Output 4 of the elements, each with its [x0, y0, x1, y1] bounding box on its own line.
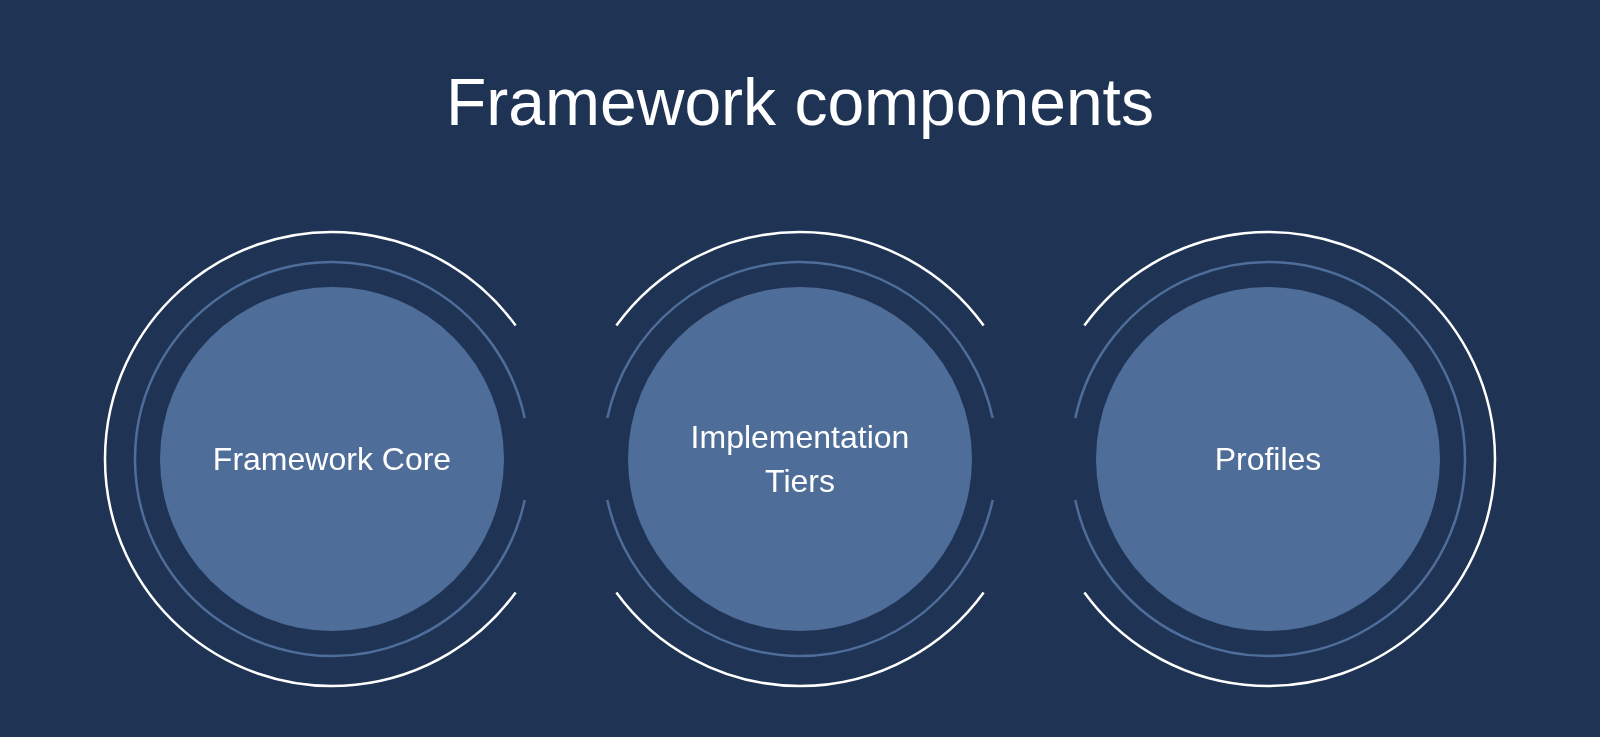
title: Framework components: [445, 64, 1155, 141]
circle-label: Implementation Tiers: [689, 418, 911, 501]
circle-label: Profiles: [1213, 440, 1323, 479]
circle-label: Framework Core: [212, 440, 452, 479]
